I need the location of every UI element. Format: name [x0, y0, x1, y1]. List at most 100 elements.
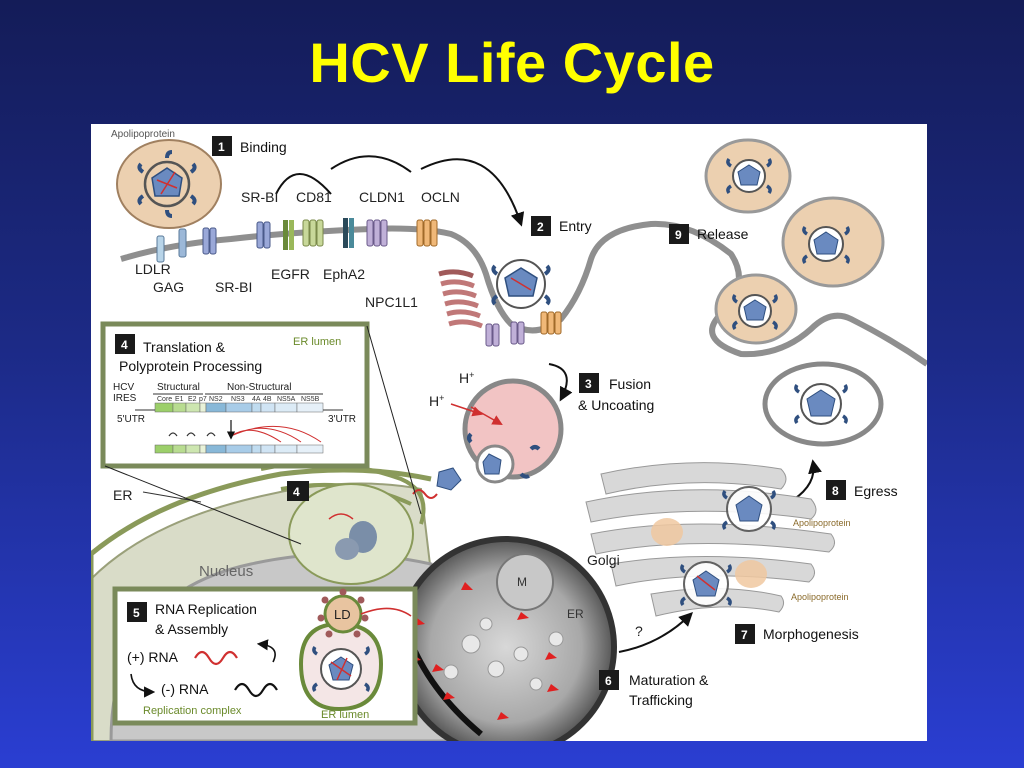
svg-text:Core: Core [157, 396, 172, 403]
svg-text:NS3: NS3 [231, 396, 245, 403]
entry-virion [491, 259, 551, 309]
minus-rna-label: (-) RNA [161, 681, 209, 697]
h-arrow-2 [450, 403, 483, 417]
receptor-cd81: CD81 [296, 189, 332, 205]
step9-badge [669, 224, 689, 244]
receptor-shapes [156, 218, 438, 263]
step7-badge [735, 624, 755, 644]
svg-text:1: 1 [218, 140, 225, 154]
step8-label: Egress [854, 483, 898, 499]
er-lumen-top: ER lumen [293, 336, 341, 348]
step4-label-2: Polyprotein Processing [119, 358, 262, 374]
inset4-pointer-1 [366, 325, 422, 515]
golgi-label: Golgi [587, 552, 620, 568]
arc-cd81-cldn1 [330, 155, 412, 173]
arc-srbi-cd81 [275, 173, 332, 195]
step6-label-1: Maturation & [629, 672, 709, 688]
svg-text:4A: 4A [252, 396, 261, 403]
egress-vesicle [762, 361, 884, 447]
svg-text:NS5A: NS5A [277, 396, 296, 403]
diagram-canvas: Nucleus ER 4 Apolipoprotein 1 Binding SR… [91, 129, 927, 741]
release-vesicle-2 [781, 196, 885, 288]
step5-label-2: & Assembly [155, 621, 228, 637]
svg-text:6: 6 [605, 674, 612, 688]
step3-badge [579, 373, 599, 393]
apolipoprotein-label-2: Apolipoprotein [793, 518, 851, 528]
svg-text:E2: E2 [188, 396, 197, 403]
structural-label: Structural [157, 382, 200, 393]
replication-complex-label: Replication complex [143, 705, 242, 717]
h-plus-1: H+ [459, 370, 474, 386]
step6-label-2: Trafficking [629, 692, 693, 708]
uncoated-capsid [412, 467, 462, 499]
question-label: ? [635, 623, 643, 639]
svg-text:7: 7 [741, 628, 748, 642]
step4-small-badge [287, 481, 309, 501]
svg-text:8: 8 [832, 484, 839, 498]
svg-text:3: 3 [585, 377, 592, 391]
em-er-label: ER [567, 607, 584, 621]
arrow-to-egress [792, 459, 822, 501]
em-m-label: M [517, 575, 527, 589]
npc1l1-stack [438, 269, 483, 329]
nucleus-label: Nucleus [199, 563, 253, 580]
arc-to-entry [420, 158, 525, 227]
slide-title: HCV Life Cycle [309, 31, 715, 94]
svg-text:9: 9 [675, 228, 682, 242]
plus-rna-label: (+) RNA [127, 649, 179, 665]
golgi-virion [680, 561, 732, 607]
step4-inset: 4 Translation & Polyprotein Processing E… [100, 321, 370, 469]
svg-text:p7: p7 [199, 396, 207, 403]
step8-badge [826, 480, 846, 500]
svg-text:E1: E1 [175, 396, 184, 403]
inset4-pointer-2 [104, 465, 302, 545]
step5-inset: 5 RNA Replication & Assembly (+) RNA (-)… [112, 586, 418, 726]
hcv-lifecycle-diagram: Nucleus ER 4 Apolipoprotein 1 Binding SR… [91, 124, 927, 741]
step1-label: Binding [240, 139, 287, 155]
ires-label: IRES [113, 393, 137, 404]
endocytosed-receptors [485, 311, 562, 347]
receptor-npc1l1: NPC1L1 [365, 294, 418, 310]
receptor-cldn1: CLDN1 [359, 189, 405, 205]
fusion-endosome [462, 378, 564, 484]
step7-label: Morphogenesis [763, 626, 859, 642]
svg-text:2: 2 [537, 220, 544, 234]
step3-label-2: & Uncoating [578, 397, 654, 413]
receptor-gag: GAG [153, 279, 184, 295]
step4-small-number: 4 [293, 485, 300, 499]
er-lumen-bottom: ER lumen [321, 709, 369, 721]
receptor-ocln: OCLN [421, 189, 460, 205]
arrow-to-golgi [618, 612, 693, 653]
step5-label-1: RNA Replication [155, 601, 257, 617]
apolipoprotein-label-1: Apolipoprotein [111, 129, 175, 140]
ld-rna-strand [360, 607, 412, 617]
release-vesicle-3 [714, 273, 798, 345]
step9-label: Release [697, 226, 749, 242]
step3-label-1: Fusion [609, 376, 651, 392]
step2-badge [531, 216, 551, 236]
hcv-label: HCV [113, 382, 134, 393]
arrow-to-fusion [548, 363, 573, 402]
svg-text:4: 4 [121, 338, 128, 352]
step6-badge [599, 670, 619, 690]
ld-label: LD [334, 607, 351, 622]
h-plus-2: H+ [429, 393, 444, 409]
svg-text:NS2: NS2 [209, 396, 223, 403]
release-vesicle-1 [704, 138, 792, 214]
egress-virion-golgi [722, 486, 776, 532]
em-micrograph [395, 536, 617, 741]
er-label: ER [113, 487, 132, 503]
svg-text:NS5B: NS5B [301, 396, 320, 403]
svg-text:5: 5 [133, 606, 140, 620]
receptor-epha2: EphA2 [323, 266, 365, 282]
non-structural-label: Non-Structural [227, 382, 291, 393]
apolipoprotein-label-3: Apolipoprotein [791, 592, 849, 602]
step2-label: Entry [559, 218, 592, 234]
binding-lipoviral-particle [116, 139, 222, 229]
step1-badge: 1 [212, 136, 232, 156]
utr5-label: 5'UTR [117, 414, 145, 425]
utr3-label: 3'UTR [328, 414, 356, 425]
svg-text:4B: 4B [263, 396, 272, 403]
er-translation-site [288, 483, 414, 585]
step4-label-1: Translation & [143, 339, 226, 355]
